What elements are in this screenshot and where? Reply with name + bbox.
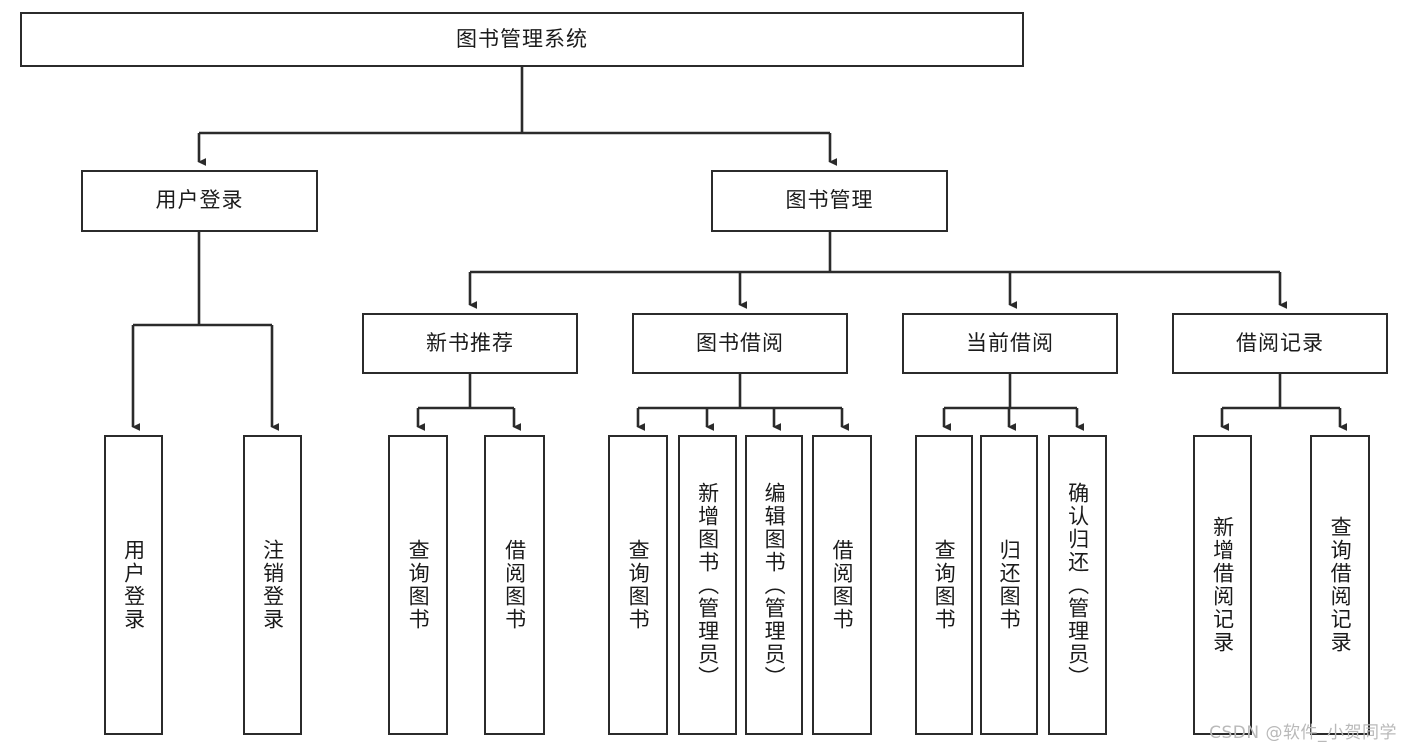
leaf-query-book-borrow-label: 查询图书 [626, 539, 651, 631]
node-book-borrow-label: 图书借阅 [696, 330, 784, 355]
node-user-login-label: 用户登录 [155, 188, 244, 213]
leaf-add-borrow-record[interactable]: 新增借阅记录 [1193, 435, 1252, 735]
leaf-borrow-book-label: 借阅图书 [830, 539, 855, 631]
watermark: CSDN @软件_小贺同学 [1209, 723, 1397, 743]
node-root[interactable]: 图书管理系统 [20, 12, 1024, 67]
leaf-borrow-book-rec[interactable]: 借阅图书 [484, 435, 545, 735]
leaf-query-borrow-record-label: 查询借阅记录 [1328, 516, 1353, 654]
leaf-add-borrow-record-label: 新增借阅记录 [1210, 516, 1235, 654]
node-new-book-recommendation-label: 新书推荐 [426, 330, 514, 355]
node-current-borrow-label: 当前借阅 [966, 330, 1054, 355]
leaf-query-book-rec[interactable]: 查询图书 [388, 435, 448, 735]
leaf-add-book-admin-label: 新增图书（管理员） [695, 481, 720, 689]
leaf-query-book-borrow[interactable]: 查询图书 [608, 435, 668, 735]
node-new-book-recommendation[interactable]: 新书推荐 [362, 313, 578, 374]
node-book-management[interactable]: 图书管理 [711, 170, 948, 232]
leaf-user-login-label: 用户登录 [121, 539, 146, 631]
leaf-query-book-current-label: 查询图书 [932, 539, 957, 631]
leaf-edit-book-admin-label: 编辑图书（管理员） [762, 481, 787, 689]
leaf-logout[interactable]: 注销登录 [243, 435, 302, 735]
leaf-add-book-admin[interactable]: 新增图书（管理员） [678, 435, 737, 735]
node-user-login[interactable]: 用户登录 [81, 170, 318, 232]
node-current-borrow[interactable]: 当前借阅 [902, 313, 1118, 374]
node-root-label: 图书管理系统 [456, 26, 588, 51]
leaf-borrow-book[interactable]: 借阅图书 [812, 435, 872, 735]
node-book-borrow[interactable]: 图书借阅 [632, 313, 848, 374]
leaf-return-book[interactable]: 归还图书 [980, 435, 1038, 735]
leaf-user-login[interactable]: 用户登录 [104, 435, 163, 735]
node-borrow-record-label: 借阅记录 [1236, 330, 1324, 355]
leaf-borrow-book-rec-label: 借阅图书 [502, 539, 527, 631]
node-book-management-label: 图书管理 [785, 188, 874, 213]
leaf-query-borrow-record[interactable]: 查询借阅记录 [1310, 435, 1370, 735]
leaf-logout-label: 注销登录 [260, 539, 285, 631]
leaf-query-book-current[interactable]: 查询图书 [915, 435, 973, 735]
node-borrow-record[interactable]: 借阅记录 [1172, 313, 1388, 374]
leaf-confirm-return-admin-label: 确认归还（管理员） [1065, 481, 1090, 689]
leaf-edit-book-admin[interactable]: 编辑图书（管理员） [745, 435, 803, 735]
leaf-confirm-return-admin[interactable]: 确认归还（管理员） [1048, 435, 1107, 735]
leaf-return-book-label: 归还图书 [997, 539, 1022, 631]
leaf-query-book-rec-label: 查询图书 [406, 539, 431, 631]
